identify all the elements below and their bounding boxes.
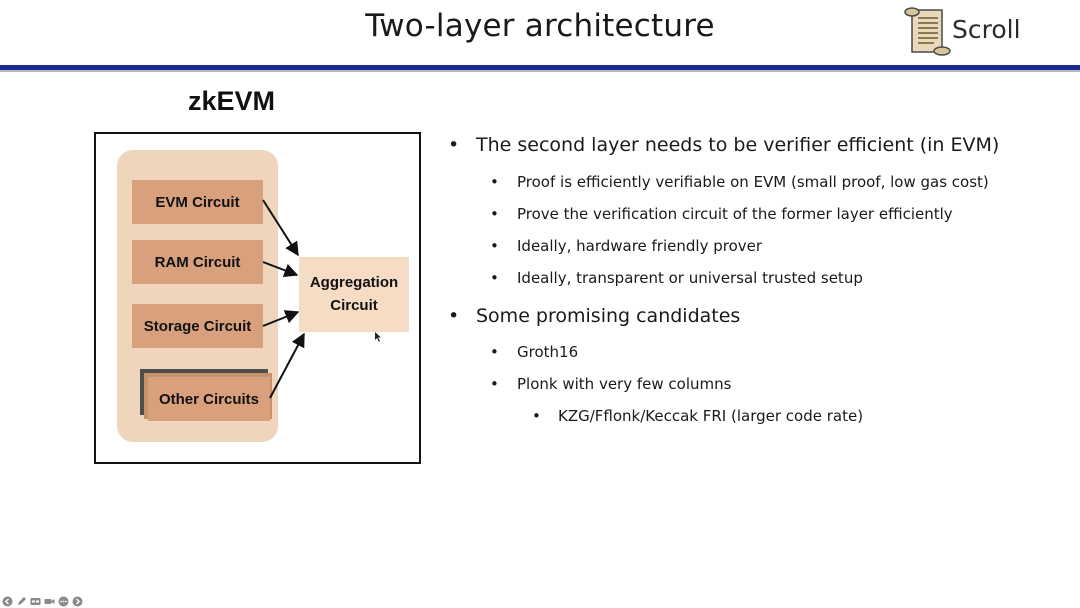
bullet-dot: • bbox=[448, 134, 460, 156]
bullet-text: Prove the verification circuit of the fo… bbox=[517, 205, 953, 223]
mouse-cursor-icon bbox=[375, 332, 381, 342]
bullet-dot: • bbox=[490, 237, 499, 255]
aggregation-label-line2: Circuit bbox=[330, 296, 378, 314]
camera-icon[interactable] bbox=[44, 596, 55, 607]
pen-icon[interactable] bbox=[16, 596, 27, 607]
previous-icon[interactable] bbox=[2, 596, 13, 607]
bullet-dot: • bbox=[490, 375, 499, 393]
bullet-dot: • bbox=[490, 269, 499, 287]
scroll-logo: Scroll bbox=[902, 4, 1032, 60]
bullet-dot: • bbox=[490, 173, 499, 191]
bullet-text: Plonk with very few columns bbox=[517, 375, 732, 393]
storage-circuit-box: Storage Circuit bbox=[132, 304, 263, 348]
bullet-dot: • bbox=[490, 343, 499, 361]
next-icon[interactable] bbox=[72, 596, 83, 607]
bullet-text: Proof is efficiently verifiable on EVM (… bbox=[517, 173, 989, 191]
bullet-text: Groth16 bbox=[517, 343, 579, 361]
header-divider bbox=[0, 65, 1080, 70]
header-divider-shadow bbox=[0, 70, 1080, 72]
bullet-text: Ideally, transparent or universal truste… bbox=[517, 269, 863, 287]
slide-title: Two-layer architecture bbox=[365, 8, 715, 44]
diagram-title: zkEVM bbox=[188, 86, 276, 116]
bullet-text: Ideally, hardware friendly prover bbox=[517, 237, 763, 255]
aggregation-circuit-box: Aggregation Circuit bbox=[299, 257, 409, 332]
logo-text: Scroll bbox=[952, 15, 1021, 44]
bullet-dot: • bbox=[490, 205, 499, 223]
ram-circuit-box: RAM Circuit bbox=[132, 240, 263, 284]
bullet-text: KZG/Fflonk/Keccak FRI (larger code rate) bbox=[558, 407, 864, 425]
bullet-text: Some promising candidates bbox=[476, 305, 741, 327]
more-icon[interactable] bbox=[58, 596, 69, 607]
captions-icon[interactable] bbox=[30, 596, 41, 607]
other-circuits-box: Other Circuits bbox=[148, 377, 270, 421]
bullet-dot: • bbox=[448, 305, 460, 327]
aggregation-label-line1: Aggregation bbox=[309, 274, 399, 291]
bullet-dot: • bbox=[532, 407, 541, 425]
evm-circuit-box: EVM Circuit bbox=[132, 180, 263, 224]
player-controls bbox=[2, 594, 83, 608]
scroll-icon bbox=[904, 7, 951, 56]
bullet-text: The second layer needs to be verifier ef… bbox=[476, 134, 1000, 156]
